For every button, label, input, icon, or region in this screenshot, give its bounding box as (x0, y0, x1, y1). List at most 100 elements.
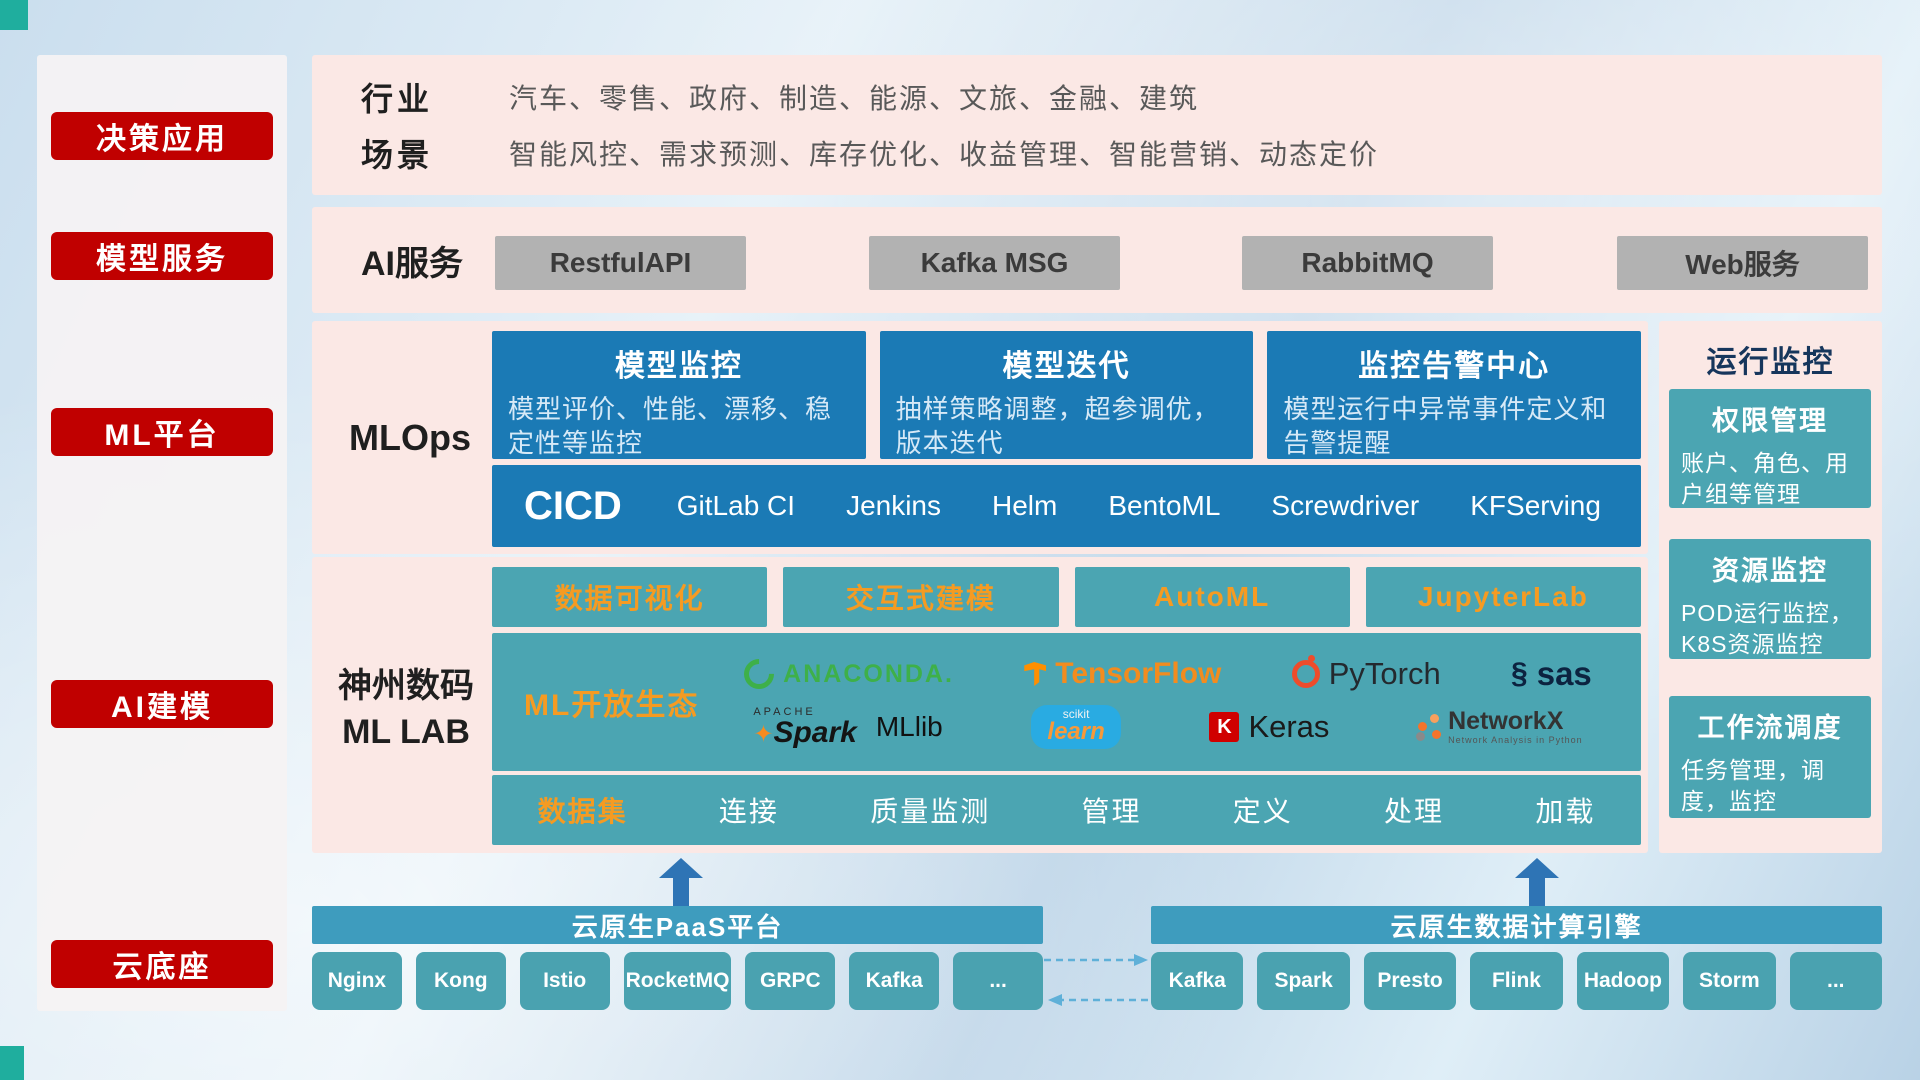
runtime-monitoring-title: 运行监控 (1706, 346, 1835, 379)
process-item: 处理 (1384, 796, 1445, 827)
scene-value: 智能风控、需求预测、库存优化、收益管理、智能营销、动态定价 (509, 139, 1380, 170)
industry-row: 行业 汽车、零售、政府、制造、能源、文旅、金融、建筑 (361, 74, 1882, 120)
paas-platform-header: 云原生PaaS平台 (312, 906, 1043, 944)
up-arrow-paas (659, 858, 703, 906)
kafka-msg-box: Kafka MSG (869, 236, 1120, 290)
sidebar-item-ai-modeling: AI建模 (51, 680, 273, 728)
manage-item: 管理 (1081, 796, 1142, 827)
sidebar-item-decision-apps: 决策应用 (51, 112, 273, 160)
more-box: ... (953, 952, 1044, 1010)
logo-row-1: ANACONDA. TensorFlow PyTorch § sas (709, 652, 1627, 696)
mllab-label: 神州数码 ML LAB (326, 557, 486, 853)
web-service-box: Web服务 (1617, 236, 1868, 290)
flink-box: Flink (1470, 952, 1563, 1010)
sidebar-item-cloud-base: 云底座 (51, 940, 273, 988)
arrow-stem (673, 878, 689, 906)
card-title: 监控告警中心 (1358, 350, 1551, 383)
restfulapi-box: RestfulAPI (495, 236, 746, 290)
sas-logo: § sas (1511, 655, 1592, 693)
logo-row-2: APACHE ✦Spark MLlib scikit learn K Kera (709, 705, 1627, 749)
spark-engine-box: Spark (1257, 952, 1350, 1010)
spark-wordmark: ✦Spark (753, 715, 857, 749)
ai-service-label: AI服务 (361, 244, 463, 283)
arrow-stem (1529, 878, 1545, 906)
dataset-label: 数据集 (537, 796, 628, 827)
mllab-label-line1: 神州数码 (338, 667, 474, 705)
anaconda-logo: ANACONDA. (737, 652, 954, 696)
gitlab-ci-item: GitLab CI (676, 490, 796, 521)
mlops-cards: 模型监控 模型评价、性能、漂移、稳定性等监控 模型迭代 抽样策略调整，超参调优，… (492, 331, 1642, 459)
permission-management-card: 权限管理 账户、角色、用户组等管理 (1669, 389, 1871, 508)
pytorch-icon (1291, 655, 1320, 688)
data-engine-header: 云原生数据计算引擎 (1151, 906, 1882, 944)
learn-text: learn (1047, 718, 1105, 745)
corner-accent-top (0, 0, 28, 30)
card-desc: 账户、角色、用户组等管理 (1681, 450, 1849, 508)
scikit-learn-icon: scikit learn (1031, 705, 1121, 749)
paas-buttons-row: Nginx Kong Istio RocketMQ GRPC Kafka ... (312, 952, 1044, 1010)
dashed-connection-arrows (1044, 954, 1148, 1006)
define-item: 定义 (1232, 796, 1293, 827)
automl-box: AutoML (1074, 567, 1350, 627)
networkx-wordmark: NetworkX (1448, 707, 1564, 736)
runtime-monitoring-panel: 运行监控 权限管理 账户、角色、用户组等管理 资源监控 POD运行监控，K8S资… (1659, 321, 1882, 853)
arrow-head (659, 858, 703, 878)
card-title: 工作流调度 (1697, 713, 1843, 743)
load-item: 加载 (1535, 796, 1596, 827)
helm-item: Helm (992, 490, 1058, 521)
keras-logo: K Keras (1209, 709, 1329, 745)
kafka-engine-box: Kafka (1151, 952, 1244, 1010)
industry-value: 汽车、零售、政府、制造、能源、文旅、金融、建筑 (509, 83, 1200, 114)
presto-box: Presto (1363, 952, 1457, 1010)
anaconda-wordmark: ANACONDA. (783, 659, 954, 688)
cicd-items: GitLab CI Jenkins Helm BentoML Screwdriv… (677, 490, 1641, 522)
scikit-text: scikit (1062, 707, 1090, 721)
engine-more-box: ... (1789, 952, 1882, 1010)
data-visualization-box: 数据可视化 (492, 567, 768, 627)
layer-strip (37, 55, 287, 1011)
mllab-tools-row: 数据可视化 交互式建模 AutoML JupyterLab (492, 567, 1641, 627)
networkx-subtitle: Network Analysis in Python (1448, 734, 1583, 745)
card-desc: 模型评价、性能、漂移、稳定性等监控 (508, 394, 833, 458)
arrow-head (1515, 858, 1559, 878)
alert-center-card: 监控告警中心 模型运行中异常事件定义和告警提醒 (1267, 331, 1642, 459)
rocketmq-box: RocketMQ (623, 952, 732, 1010)
sas-icon: § (1511, 657, 1528, 690)
tensorflow-wordmark: TensorFlow (1055, 657, 1222, 690)
card-title: 模型迭代 (1002, 350, 1131, 383)
hadoop-box: Hadoop (1576, 952, 1670, 1010)
istio-box: Istio (519, 952, 610, 1010)
card-desc: POD运行监控，K8S资源监控 (1681, 600, 1854, 658)
grpc-box: GRPC (745, 952, 836, 1010)
kafka-box: Kafka (849, 952, 940, 1010)
scene-row: 场景 智能风控、需求预测、库存优化、收益管理、智能营销、动态定价 (361, 130, 1882, 176)
bentoml-item: BentoML (1108, 490, 1221, 521)
nginx-box: Nginx (312, 952, 402, 1010)
quality-monitor-item: 质量监测 (870, 796, 991, 827)
mlops-panel: MLOps 模型监控 模型评价、性能、漂移、稳定性等监控 模型迭代 抽样策略调整… (312, 321, 1648, 554)
kong-box: Kong (415, 952, 506, 1010)
model-monitoring-card: 模型监控 模型评价、性能、漂移、稳定性等监控 (492, 331, 866, 459)
workflow-scheduling-card: 工作流调度 任务管理，调度，监控 (1669, 696, 1871, 818)
card-title: 权限管理 (1712, 406, 1828, 436)
sas-wordmark: sas (1536, 655, 1592, 692)
up-arrow-engine (1515, 858, 1559, 906)
card-title: 资源监控 (1712, 556, 1828, 586)
ai-service-panel: AI服务 RestfulAPI Kafka MSG RabbitMQ Web服务 (312, 207, 1882, 313)
tensorflow-logo: TensorFlow (1024, 657, 1221, 691)
spark-star-icon: ✦ (753, 720, 774, 748)
jenkins-item: Jenkins (846, 490, 941, 521)
corner-accent-bottom (0, 1046, 24, 1080)
jupyterlab-box: JupyterLab (1365, 567, 1641, 627)
mllab-panel: 神州数码 ML LAB 数据可视化 交互式建模 AutoML JupyterLa… (312, 557, 1648, 853)
dataset-bar: 数据集 连接 质量监测 管理 定义 处理 加载 (492, 775, 1641, 845)
engine-buttons-row: Kafka Spark Presto Flink Hadoop Storm ..… (1151, 952, 1882, 1010)
card-desc: 抽样策略调整，超参调优，版本迭代 (895, 394, 1220, 458)
mllib-wordmark: MLlib (875, 711, 943, 742)
pytorch-logo: PyTorch (1291, 655, 1441, 692)
networkx-text-wrap: NetworkX Network Analysis in Python (1448, 708, 1583, 745)
scene-label: 场景 (361, 137, 434, 173)
kfserving-item: KFServing (1470, 490, 1601, 521)
spark-logo: APACHE ✦Spark (753, 706, 857, 749)
